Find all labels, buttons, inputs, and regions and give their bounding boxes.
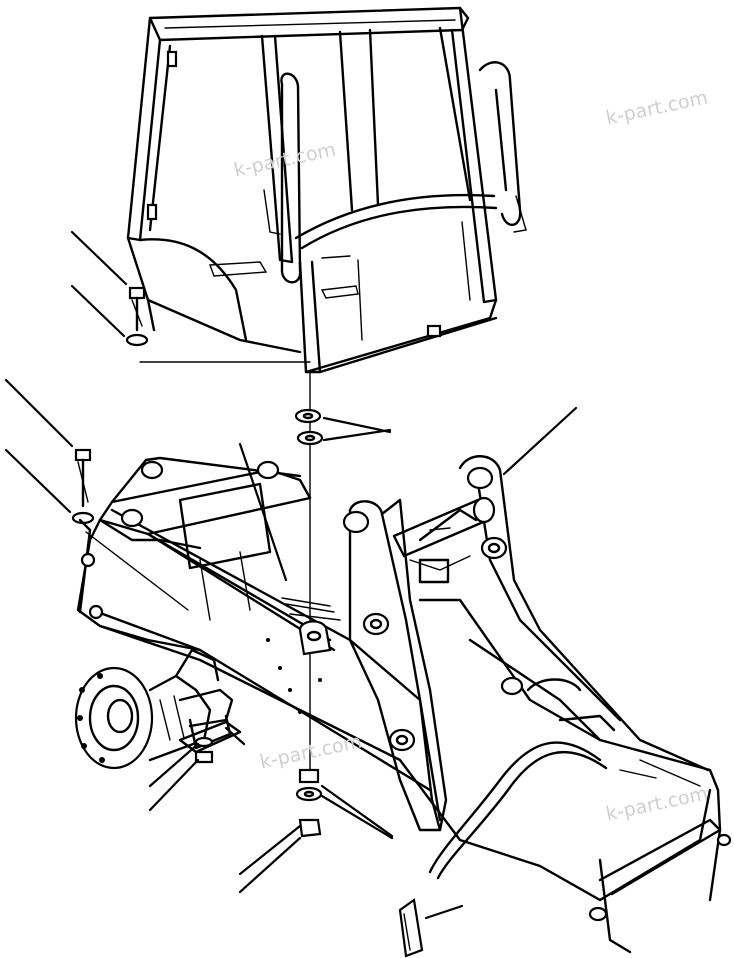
front-axle-hub <box>74 648 242 770</box>
leader-line-1 <box>70 230 128 286</box>
hose-guard <box>398 898 424 958</box>
leader-line-10 <box>4 448 72 514</box>
lower-isolator <box>295 768 323 802</box>
chassis-frame <box>76 455 732 954</box>
frame-bolt <box>74 448 92 508</box>
axle-leader-2 <box>148 758 200 812</box>
leader-line-7 <box>238 824 302 876</box>
leader-line-4 <box>322 428 392 442</box>
cab-mount-bolt <box>128 286 146 332</box>
leader-line-guard <box>424 904 464 920</box>
leader-line-6 <box>320 794 394 840</box>
leader-line-9 <box>4 378 74 448</box>
axle-leader-1 <box>148 742 200 788</box>
cab-frame <box>126 6 527 374</box>
leader-line-12 <box>238 442 288 582</box>
frame-bolt-centerline <box>85 531 189 611</box>
upper-isolator <box>294 408 324 446</box>
leader-line-5 <box>320 784 394 838</box>
hydraulic-hose <box>428 741 602 874</box>
axle-leader-3 <box>224 726 246 746</box>
pivot-pin <box>392 496 496 571</box>
leader-line-8 <box>238 836 302 894</box>
leader-line-2 <box>70 284 126 338</box>
cab-mount-washer <box>125 333 149 347</box>
isolator-nut <box>298 818 322 838</box>
leader-line-3 <box>322 416 392 434</box>
leader-line-11 <box>502 406 578 476</box>
axle-mount-nut <box>194 736 214 764</box>
